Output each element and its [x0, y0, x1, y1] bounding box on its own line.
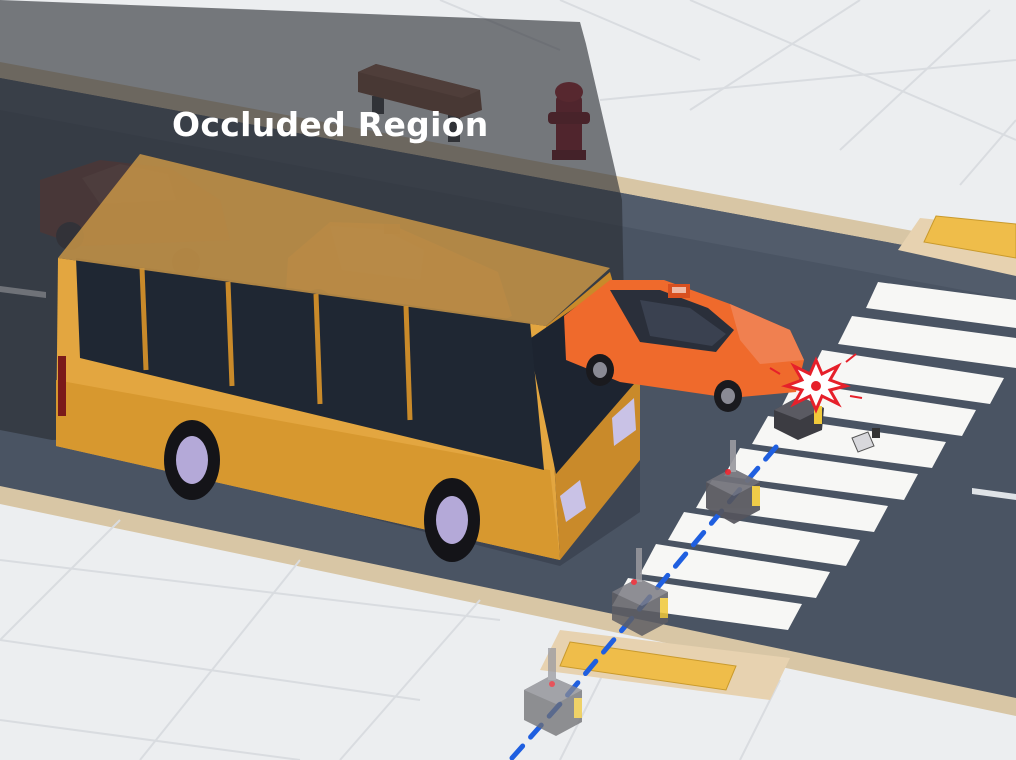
debris — [851, 428, 880, 453]
delivery-robot — [524, 648, 582, 736]
delivery-robot — [706, 440, 760, 524]
bus-wheel-front — [424, 478, 480, 562]
taxi-car — [564, 280, 804, 412]
tactile-paving-upper — [898, 215, 1016, 276]
occlusion-label: Occluded Region — [172, 105, 489, 144]
bus-body — [56, 154, 640, 566]
lower-sidewalk-tiles — [0, 519, 781, 760]
delivery-robot — [612, 548, 668, 636]
collision-burst-icon — [769, 353, 863, 414]
bus-wheel-rear — [164, 420, 220, 500]
upper-sidewalk-tiles — [439, 0, 1016, 186]
